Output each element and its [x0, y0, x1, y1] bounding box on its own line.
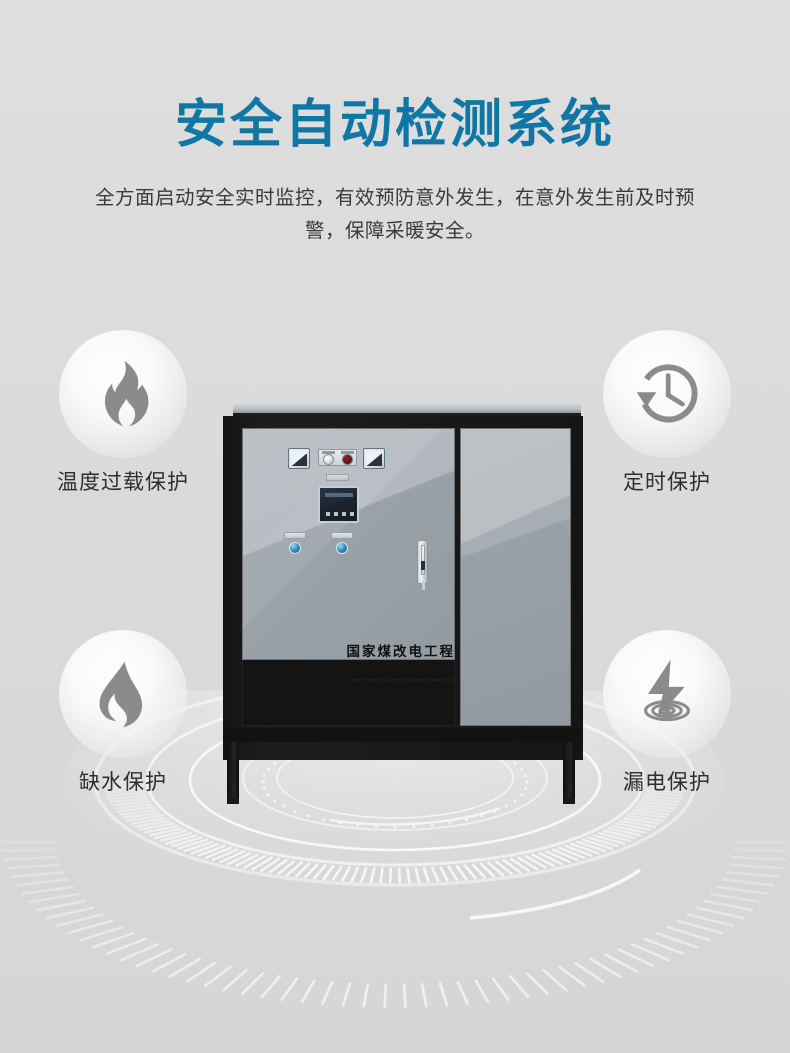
feature-icon-circle — [59, 330, 187, 458]
feature-icon-circle — [603, 330, 731, 458]
feature-low-water-protection[interactable]: 缺水保护 — [28, 630, 218, 796]
knob-label — [322, 451, 335, 454]
feature-label: 缺水保护 — [79, 771, 167, 794]
display-indicator-dots — [326, 512, 354, 516]
cabinet-right-door — [460, 428, 571, 726]
feature-label: 温度过载保护 — [57, 471, 189, 494]
cabinet-top-cap — [233, 404, 581, 413]
flame-icon — [104, 360, 149, 427]
pilot-lamp-run-label — [284, 532, 306, 539]
cabinet-leg-right — [563, 742, 575, 804]
feature-label: 漏电保护 — [623, 771, 711, 794]
control-plate — [318, 449, 357, 466]
display-nameplate — [326, 474, 349, 481]
cabinet-lower-black-panel — [242, 660, 455, 726]
pilot-lamp-fault-label — [331, 532, 353, 539]
pilot-lamp-run[interactable] — [289, 542, 301, 554]
voltmeter-gauge — [363, 448, 385, 469]
lightning-leak-icon — [644, 659, 690, 722]
product-branding: 国家煤改电工程 智能变频电磁采暖锅炉 Intelligent frequency… — [307, 640, 455, 682]
estop-label — [341, 451, 354, 454]
feature-leakage-protection[interactable]: 漏电保护 — [572, 630, 762, 796]
sight-glass-stem — [422, 581, 425, 590]
cabinet-top-shadow — [233, 413, 581, 417]
page-subtitle: 全方面启动安全实时监控，有效预防意外发生，在意外发生前及时预警，保障采暖安全。 — [95, 187, 696, 242]
emergency-stop-button[interactable] — [342, 454, 353, 465]
water-level-sight-glass — [417, 540, 428, 590]
page-title: 安全自动检测系统 — [174, 96, 615, 154]
english-line: Intelligent frequency conversion electro… — [349, 678, 455, 682]
ammeter-gauge — [288, 448, 310, 469]
water-drop-icon — [99, 661, 143, 728]
pilot-lamp-fault[interactable] — [336, 542, 348, 554]
feature-temperature-overload[interactable]: 温度过载保护 — [28, 330, 218, 496]
controller-display[interactable] — [318, 486, 359, 523]
clock-timer-icon — [636, 364, 698, 423]
sight-glass-tube — [421, 545, 425, 575]
boiler-product-image: 国家煤改电工程 智能变频电磁采暖锅炉 Intelligent frequency… — [215, 404, 587, 820]
cabinet-plinth — [223, 728, 583, 742]
feature-icon-circle — [603, 630, 731, 758]
feature-label: 定时保护 — [623, 471, 711, 494]
model-line: 智能变频电磁采暖锅炉 — [355, 666, 455, 677]
sight-glass-level — [421, 561, 425, 570]
selector-knob[interactable] — [323, 454, 334, 465]
cabinet-leg-left — [227, 742, 239, 804]
display-readout — [325, 493, 353, 497]
brand-line: 国家煤改电工程 — [346, 644, 455, 659]
feature-icon-circle — [59, 630, 187, 758]
feature-timer-protection[interactable]: 定时保护 — [572, 330, 762, 496]
